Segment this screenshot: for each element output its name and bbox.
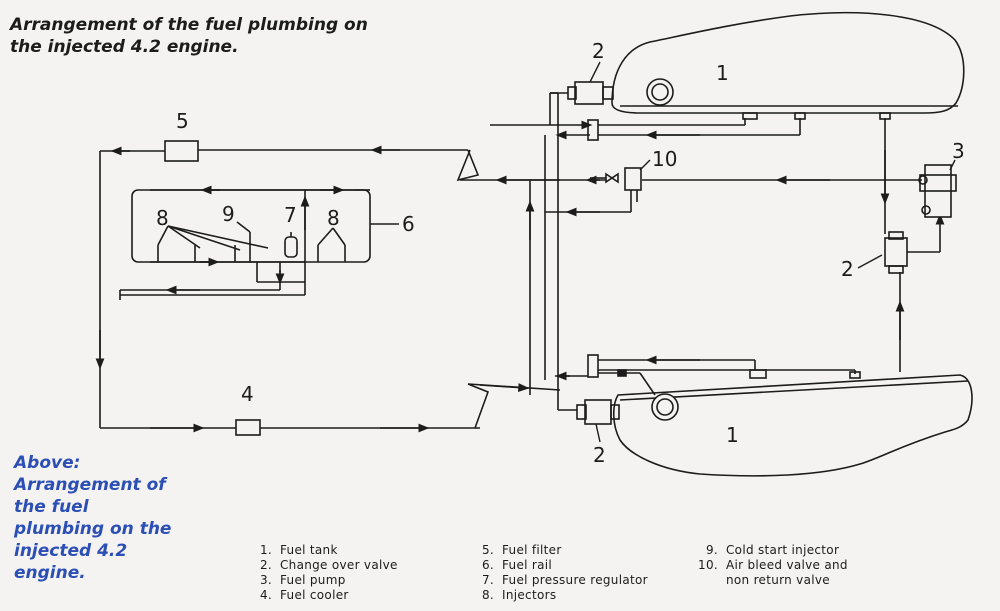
filler-cap-top <box>646 78 674 106</box>
fuel-tank-top <box>611 11 965 114</box>
label-regulator: 7 <box>284 203 297 227</box>
caption-line: engine. <box>14 563 86 583</box>
legend-item: 10.Air bleed valve and <box>698 558 848 572</box>
changeover-valve-mid <box>884 231 908 274</box>
legend-item: non return valve <box>726 573 830 587</box>
label-air-bleed: 10 <box>652 147 677 171</box>
legend-item: 4.Fuel cooler <box>259 588 349 602</box>
legend-item: 8.Injectors <box>481 588 557 602</box>
label-fuel-pump: 3 <box>952 139 965 163</box>
fuel-filter <box>164 140 199 162</box>
label-fuel-tank-top: 1 <box>716 61 729 85</box>
caption-line: plumbing on the <box>14 519 172 539</box>
fuel-tank-bottom <box>612 374 973 477</box>
fuel-cooler <box>235 419 261 436</box>
caption: Above: Arrangement of the fuel plumbing … <box>14 452 184 584</box>
caption-line: injected 4.2 <box>14 541 128 561</box>
changeover-valve-top <box>567 81 614 105</box>
caption-line: Arrangement of <box>14 475 166 495</box>
caption-line: Above: <box>14 453 81 473</box>
caption-line: the fuel <box>14 497 89 517</box>
legend-column-1: 1.Fuel tank 2.Change over valve 3.Fuel p… <box>250 543 398 603</box>
legend-item: 7.Fuel pressure regulator <box>481 573 648 587</box>
label-fuel-rail: 6 <box>402 212 415 236</box>
label-fuel-tank-bottom: 1 <box>726 423 739 447</box>
label-valve-top: 2 <box>592 39 605 63</box>
label-injectors-left: 8 <box>156 206 169 230</box>
legend-item: 9.Cold start injector <box>705 543 840 557</box>
diagram-title: Arrangement of the fuel plumbing on the … <box>10 15 368 57</box>
legend-column-3: 9.Cold start injector 10.Air bleed valve… <box>696 543 848 588</box>
label-valve-mid: 2 <box>841 257 854 281</box>
label-valve-bottom: 2 <box>593 443 606 467</box>
legend-item: 5.Fuel filter <box>481 543 562 557</box>
label-fuel-filter: 5 <box>176 109 189 133</box>
fuel-pump <box>918 164 957 218</box>
legend-column-2: 5.Fuel filter 6.Fuel rail 7.Fuel pressur… <box>472 543 648 603</box>
label-cold-start: 9 <box>222 202 235 226</box>
air-bleed-valve <box>605 167 642 202</box>
filler-cap-bottom <box>651 393 679 421</box>
label-fuel-cooler: 4 <box>241 382 254 406</box>
fuel-pressure-regulator <box>284 232 298 258</box>
legend-item: 2.Change over valve <box>259 558 398 572</box>
legend-item: 1.Fuel tank <box>259 543 338 557</box>
legend-item: 3.Fuel pump <box>259 573 346 587</box>
label-injectors-right: 8 <box>327 206 340 230</box>
changeover-valve-bottom <box>576 399 620 425</box>
legend-item: 6.Fuel rail <box>481 558 553 572</box>
